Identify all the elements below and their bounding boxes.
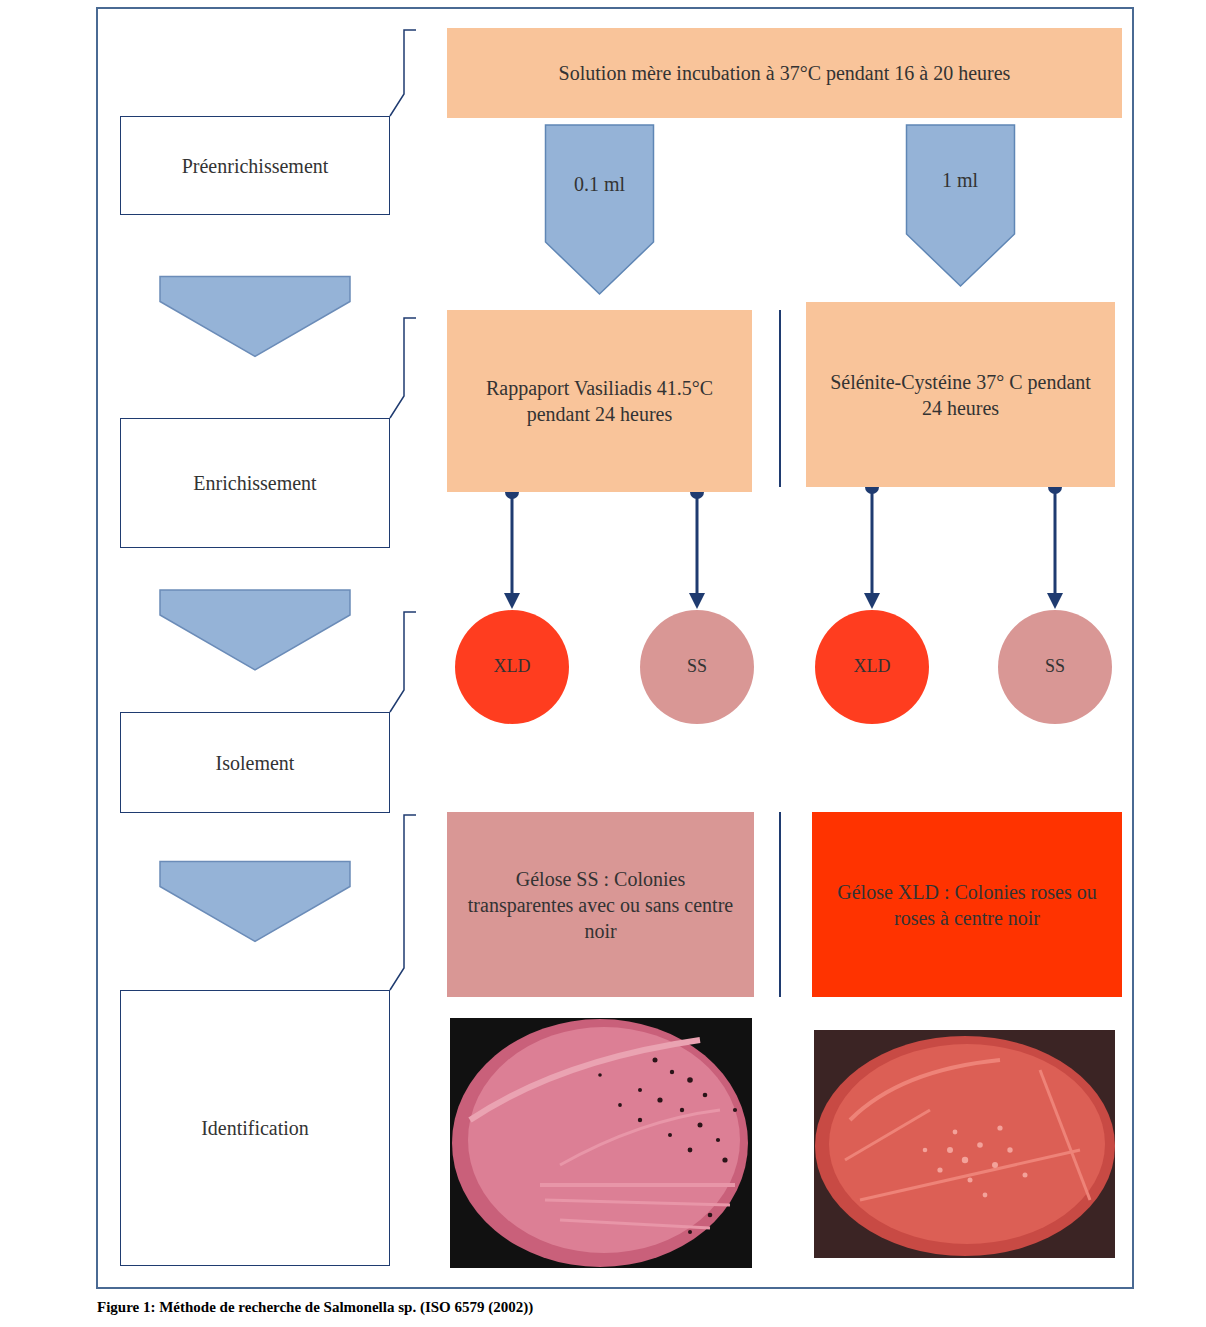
stage-chevron xyxy=(160,277,350,357)
text-wrap: Gélose SS : Colonies transparentes avec … xyxy=(447,866,754,944)
stage-box: Enrichissement xyxy=(120,418,390,548)
text-wrap: SS xyxy=(639,655,755,678)
node-label: Enrichissement xyxy=(135,470,375,496)
outer-frame xyxy=(97,8,1133,1288)
node-label: Identification xyxy=(135,1115,375,1141)
agar-plate-circle: SS xyxy=(997,609,1113,725)
connector-line xyxy=(864,480,880,609)
text-wrap: XLD xyxy=(454,655,570,678)
node-label: XLD xyxy=(822,655,922,678)
agar-plate-circle: SS xyxy=(639,609,755,725)
result-box: Gélose XLD : Colonies roses ou roses à c… xyxy=(812,812,1122,997)
stage-box: Isolement xyxy=(120,712,390,813)
node-label: Gélose XLD : Colonies roses ou roses à c… xyxy=(830,879,1104,931)
text-wrap: Solution mère incubation à 37°C pendant … xyxy=(447,60,1122,86)
enrichment-box: Rappaport Vasiliadis 41.5°C pendant 24 h… xyxy=(447,310,752,492)
stage-chevron xyxy=(160,862,350,942)
node-label: XLD xyxy=(462,655,562,678)
node-label: SS xyxy=(1005,655,1105,678)
agar-plate-circle: XLD xyxy=(454,609,570,725)
block-arrow xyxy=(546,125,654,294)
connector-line xyxy=(689,485,705,609)
node-label: Préenrichissement xyxy=(135,153,375,179)
sample-box: Solution mère incubation à 37°C pendant … xyxy=(447,28,1122,118)
text-wrap: XLD xyxy=(814,655,930,678)
text-wrap: Rappaport Vasiliadis 41.5°C pendant 24 h… xyxy=(447,375,752,427)
connector-line xyxy=(504,485,520,609)
connector-line xyxy=(1047,480,1063,609)
block-arrow xyxy=(907,125,1015,286)
text-wrap: Gélose XLD : Colonies roses ou roses à c… xyxy=(812,879,1122,931)
node-label: Rappaport Vasiliadis 41.5°C pendant 24 h… xyxy=(467,375,732,427)
text-wrap: SS xyxy=(997,655,1113,678)
text-wrap: Sélénite-Cystéine 37° C pendant 24 heure… xyxy=(806,369,1115,421)
result-box: Gélose SS : Colonies transparentes avec … xyxy=(447,812,754,997)
text-wrap: Préenrichissement xyxy=(121,153,389,179)
text-wrap: Enrichissement xyxy=(121,470,389,496)
figure-caption: Figure 1: Méthode de recherche de Salmon… xyxy=(97,1299,533,1316)
node-label: Isolement xyxy=(135,750,375,776)
stage-brackets xyxy=(390,30,416,990)
node-label: Gélose SS : Colonies transparentes avec … xyxy=(465,866,736,944)
node-label: Solution mère incubation à 37°C pendant … xyxy=(463,60,1106,86)
ss-plate-photo xyxy=(450,1018,752,1268)
enrichment-box: Sélénite-Cystéine 37° C pendant 24 heure… xyxy=(806,302,1115,487)
agar-plate-circle: XLD xyxy=(814,609,930,725)
node-label: Sélénite-Cystéine 37° C pendant 24 heure… xyxy=(822,369,1099,421)
text-wrap: Identification xyxy=(121,1115,389,1141)
node-label: SS xyxy=(647,655,747,678)
xld-plate-photo xyxy=(814,1030,1115,1258)
volume-label: 0.1 ml xyxy=(574,172,625,196)
stage-box: Identification xyxy=(120,990,390,1266)
text-wrap: Isolement xyxy=(121,750,389,776)
stage-box: Préenrichissement xyxy=(120,116,390,215)
stage-chevron xyxy=(160,590,350,670)
separator-lines xyxy=(779,310,781,997)
volume-label: 1 ml xyxy=(942,168,978,192)
